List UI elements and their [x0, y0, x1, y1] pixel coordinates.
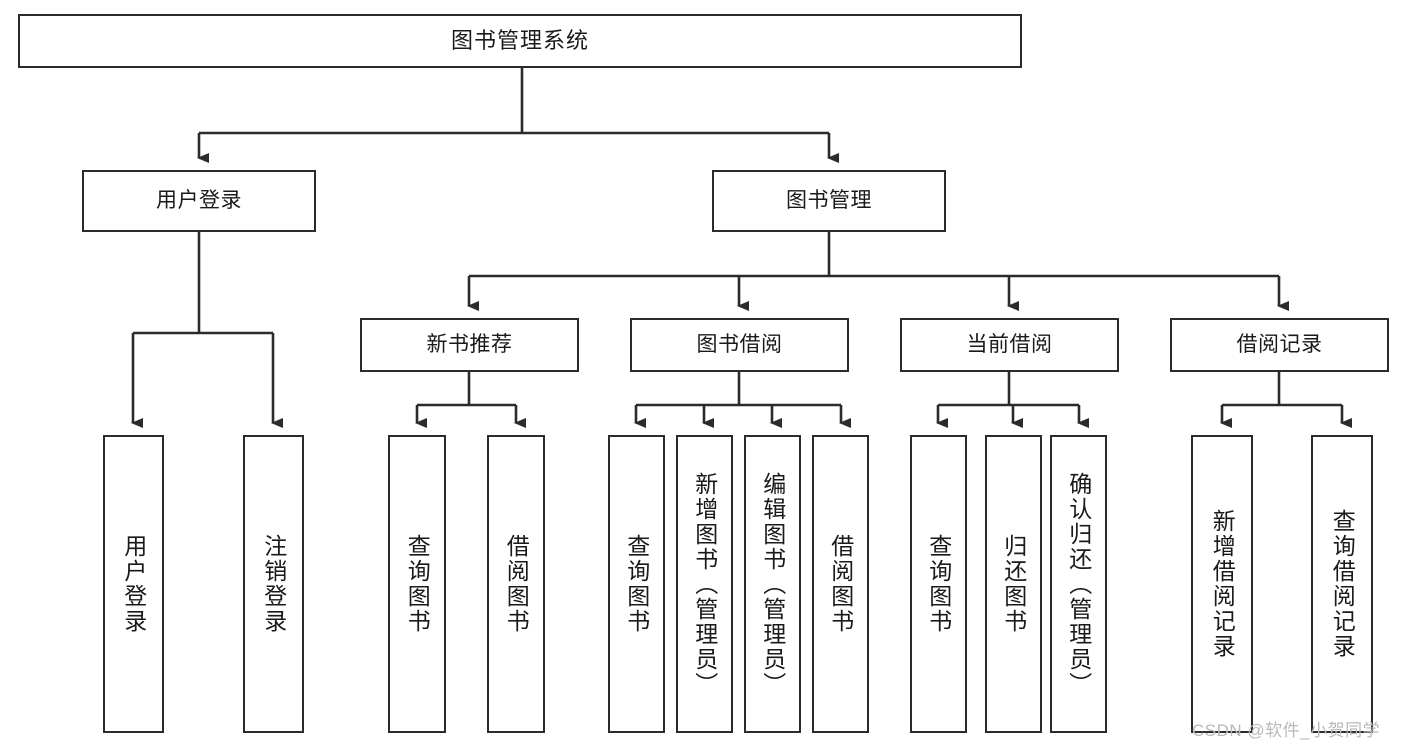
leaf-edit-book[interactable]: 编辑图书（管理员）: [744, 435, 801, 733]
leaf-query-book-cur-label: 查询图书: [925, 534, 952, 634]
node-book-borrow-label: 图书借阅: [696, 332, 783, 356]
leaf-query-book[interactable]: 查询图书: [608, 435, 665, 733]
leaf-add-book-label: 新增图书（管理员）: [691, 471, 718, 697]
node-borrow-record-label: 借阅记录: [1236, 332, 1323, 356]
leaf-query-book-label: 查询图书: [623, 534, 650, 634]
node-book-borrow[interactable]: 图书借阅: [630, 318, 849, 372]
node-current-borrow[interactable]: 当前借阅: [900, 318, 1119, 372]
leaf-confirm-return-label: 确认归还（管理员）: [1065, 471, 1092, 697]
node-borrow-record[interactable]: 借阅记录: [1170, 318, 1389, 372]
leaf-borrow-book[interactable]: 借阅图书: [812, 435, 869, 733]
node-book-manage[interactable]: 图书管理: [712, 170, 946, 232]
node-root-label: 图书管理系统: [450, 28, 589, 54]
leaf-user-logout-label: 注销登录: [260, 534, 287, 634]
leaf-add-record-label: 新增借阅记录: [1209, 509, 1236, 659]
leaf-query-record[interactable]: 查询借阅记录: [1311, 435, 1373, 733]
leaf-query-record-label: 查询借阅记录: [1329, 509, 1356, 659]
leaf-return-book-label: 归还图书: [1000, 534, 1027, 634]
leaf-borrow-book-rec-label: 借阅图书: [503, 534, 530, 634]
leaf-add-record[interactable]: 新增借阅记录: [1191, 435, 1253, 733]
node-user-login-label: 用户登录: [156, 188, 242, 212]
leaf-borrow-book-label: 借阅图书: [827, 534, 854, 634]
leaf-edit-book-label: 编辑图书（管理员）: [759, 471, 786, 697]
node-book-manage-label: 图书管理: [786, 188, 872, 212]
leaf-query-book-rec-label: 查询图书: [404, 534, 431, 634]
leaf-user-login[interactable]: 用户登录: [103, 435, 164, 733]
node-root[interactable]: 图书管理系统: [18, 14, 1022, 68]
leaf-user-logout[interactable]: 注销登录: [243, 435, 304, 733]
node-user-login[interactable]: 用户登录: [82, 170, 316, 232]
node-new-book-rec[interactable]: 新书推荐: [360, 318, 579, 372]
leaf-confirm-return[interactable]: 确认归还（管理员）: [1050, 435, 1107, 733]
leaf-query-book-rec[interactable]: 查询图书: [388, 435, 446, 733]
leaf-user-login-label: 用户登录: [120, 534, 147, 634]
watermark: CSDN @软件_小贺同学: [1192, 721, 1381, 740]
leaf-borrow-book-rec[interactable]: 借阅图书: [487, 435, 545, 733]
node-new-book-rec-label: 新书推荐: [426, 332, 513, 356]
leaf-add-book[interactable]: 新增图书（管理员）: [676, 435, 733, 733]
leaf-query-book-cur[interactable]: 查询图书: [910, 435, 967, 733]
node-current-borrow-label: 当前借阅: [966, 332, 1053, 356]
leaf-return-book[interactable]: 归还图书: [985, 435, 1042, 733]
